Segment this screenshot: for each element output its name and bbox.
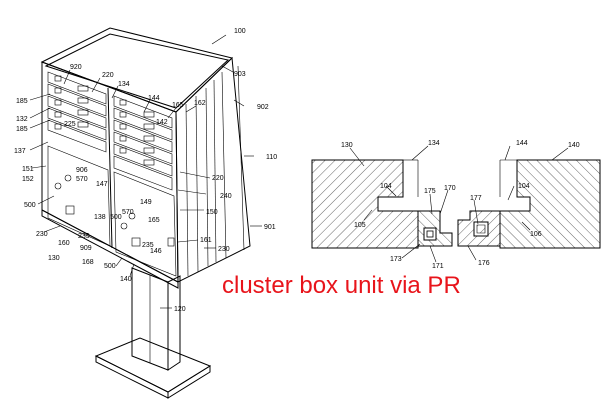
- ref-label: 151: [22, 166, 34, 173]
- right-parcel-door: [113, 171, 177, 277]
- foot-edge: [95, 355, 169, 399]
- ref-label: 170: [444, 185, 456, 192]
- ref-label: 138: [94, 214, 106, 221]
- ref-label: 106: [530, 231, 542, 238]
- ref-label: 901: [264, 224, 276, 231]
- ref-label: 185: [16, 98, 28, 105]
- section-leader-lines: [349, 145, 569, 263]
- pedestal-side: [167, 275, 181, 371]
- ref-label: 132: [16, 116, 28, 123]
- ref-label: 171: [432, 263, 444, 270]
- ref-label: 175: [424, 188, 436, 195]
- ref-label: 149: [140, 199, 152, 206]
- ref-label: 105: [354, 222, 366, 229]
- center-divider: [107, 87, 113, 249]
- ref-label: 161: [200, 237, 212, 244]
- left-figure-labels: 100 903 902 920 220 134 144 165 162 185 …: [14, 28, 277, 313]
- ref-label: 147: [96, 181, 108, 188]
- ref-label: 110: [266, 154, 277, 161]
- roof-inner: [44, 33, 230, 109]
- base-frame: [41, 209, 179, 289]
- ref-label: 230: [36, 231, 48, 238]
- clip-left: [423, 227, 437, 241]
- ref-label: 165: [148, 217, 160, 224]
- ref-label: 104: [518, 183, 530, 190]
- ref-label: 185: [16, 126, 28, 133]
- ref-label: 165: [172, 102, 184, 109]
- ref-label: 500: [110, 214, 122, 221]
- ref-label: 220: [212, 175, 224, 182]
- left-section-block: [311, 159, 419, 249]
- ref-label: 230: [218, 246, 230, 253]
- leader-lines: [29, 34, 262, 309]
- ref-label: 168: [82, 259, 94, 266]
- ref-label: 140: [568, 142, 580, 149]
- right-door-column: [113, 95, 173, 191]
- ref-label: 173: [390, 256, 402, 263]
- ref-label: 240: [220, 193, 232, 200]
- foot-edge-side: [167, 365, 211, 399]
- ref-label: 130: [48, 255, 60, 262]
- left-door-column: [47, 71, 107, 153]
- ref-label: 920: [70, 64, 82, 71]
- ref-label: 909: [80, 245, 92, 252]
- ref-label: 134: [428, 140, 440, 147]
- ref-label: 177: [470, 195, 482, 202]
- ref-label: 500: [24, 202, 36, 209]
- ref-label: 130: [341, 142, 353, 149]
- ref-label: 162: [194, 100, 206, 107]
- ref-label: 140: [120, 276, 132, 283]
- ref-label: 500: [104, 263, 116, 270]
- right-section-block: [499, 159, 601, 249]
- ref-label: 142: [156, 119, 168, 126]
- ref-label: 225: [64, 121, 76, 128]
- side-face: [175, 56, 251, 283]
- ref-label: 220: [102, 72, 114, 79]
- cross-section-figure: [311, 145, 601, 263]
- ref-label: 137: [14, 148, 26, 155]
- left-parcel-door: [47, 145, 111, 247]
- ref-label: 902: [257, 104, 269, 111]
- ref-label: 150: [206, 209, 218, 216]
- ref-label: 100: [234, 28, 246, 35]
- ref-label: 144: [148, 95, 160, 102]
- ref-label: 104: [380, 183, 392, 190]
- ref-label: 134: [118, 81, 130, 88]
- ref-label: 235: [142, 242, 154, 249]
- ref-label: 906: [76, 167, 88, 174]
- ref-label: 903: [234, 71, 246, 78]
- ref-label: 144: [516, 140, 528, 147]
- right-figure-labels: 130 134 144 140 104 104 175 170 177 105 …: [341, 140, 580, 270]
- side-panel-lines: [185, 65, 245, 277]
- ref-label: 146: [150, 248, 162, 255]
- cluster-box-unit-figure: [29, 27, 262, 399]
- ref-label: 160: [58, 240, 70, 247]
- ref-label: 235: [78, 233, 90, 240]
- ref-label: 152: [22, 176, 34, 183]
- caption-text: cluster box unit via PR: [222, 272, 461, 299]
- ref-label: 570: [122, 209, 134, 216]
- ref-label: 570: [76, 176, 88, 183]
- ref-label: 120: [174, 306, 186, 313]
- ref-label: 176: [478, 260, 490, 267]
